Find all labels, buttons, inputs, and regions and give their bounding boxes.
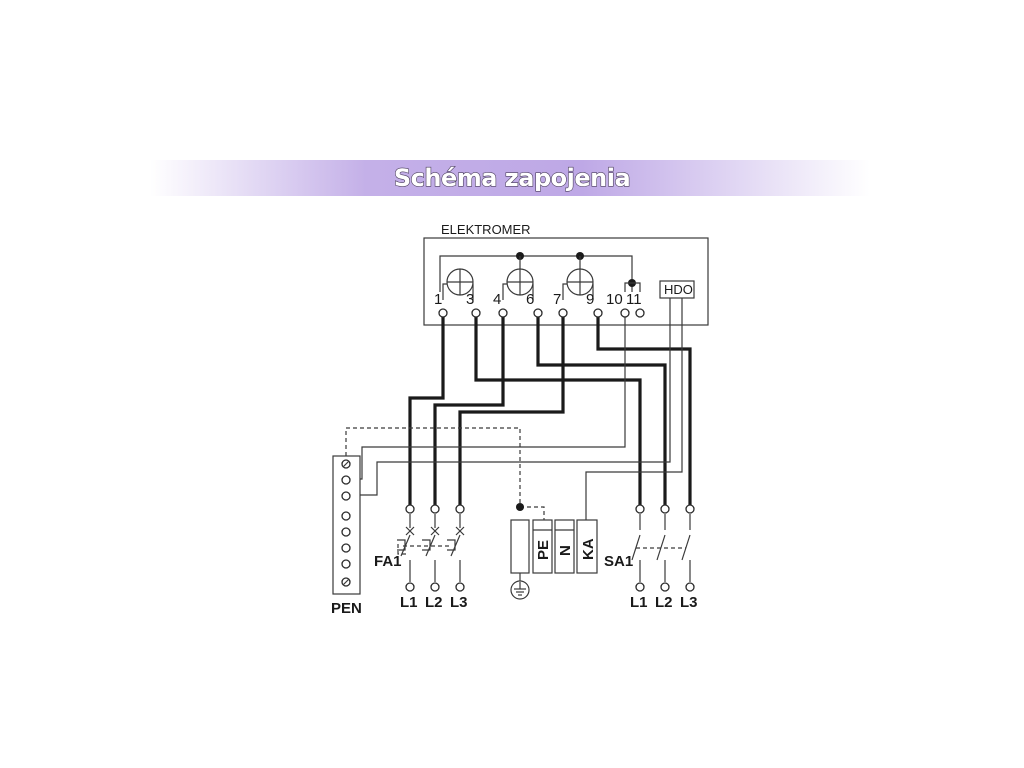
- sa1-phase-l3: L3: [680, 594, 698, 611]
- fa1-phase-l2: L2: [425, 594, 443, 611]
- connection-terminals: [405, 308, 695, 592]
- terminal-label-9: 9: [586, 291, 594, 308]
- terminal-label-6: 6: [526, 291, 534, 308]
- pen-terminals: [341, 459, 351, 587]
- wire-hdo-ka: [585, 298, 683, 520]
- measuring-element-1: [442, 268, 474, 300]
- meter-label: ELEKTROMER: [441, 222, 531, 237]
- terminal-label-7: 7: [553, 291, 561, 308]
- wire-t3-sa1-l1: [474, 313, 642, 505]
- fa1-pole-2: [425, 514, 440, 582]
- wire-t7-fa1-l3: [458, 313, 565, 505]
- sa1-phase-l2: L2: [655, 594, 673, 611]
- switch-sa1: SA1 L1 L2 L3: [604, 514, 698, 611]
- terminal-label-10: 10: [606, 291, 623, 308]
- pe-terminal-block: [532, 519, 553, 574]
- wire-t10-pen: [346, 313, 626, 480]
- pen-bar: PEN: [331, 455, 362, 617]
- fa1-label: FA1: [374, 553, 402, 570]
- fa1-pole-1: [400, 514, 415, 582]
- ka-label: KA: [580, 538, 597, 560]
- pe-junction: [516, 503, 524, 511]
- n-label: N: [557, 545, 574, 556]
- wiring: [345, 298, 692, 520]
- title-banner: [150, 160, 870, 196]
- wire-t6-sa1-l2: [536, 313, 667, 505]
- terminal-label-3: 3: [466, 291, 474, 308]
- terminal-blocks: PE N KA: [510, 519, 598, 600]
- pen-label: PEN: [331, 600, 362, 617]
- ground-icon: [510, 580, 530, 600]
- wire-pe-dashed: [345, 427, 521, 505]
- ka-terminal-block: [576, 519, 598, 574]
- breaker-fa1: FA1: [374, 514, 468, 611]
- fa1-trip-unit: [397, 539, 406, 551]
- meter-internal-bus: [439, 255, 633, 292]
- wire-hdo-pen: [346, 298, 671, 496]
- measuring-element-2: [502, 268, 534, 300]
- sa1-phase-l1: L1: [630, 594, 648, 611]
- pe-label: PE: [535, 540, 552, 560]
- measuring-element-3: [562, 268, 594, 300]
- page-title: Schéma zapojenia: [393, 163, 631, 192]
- ground-terminal-block: [510, 519, 530, 574]
- hdo-label: HDO: [664, 282, 693, 297]
- wire-t4-fa1-l2: [433, 313, 505, 505]
- wire-t9-sa1-l3: [596, 313, 692, 505]
- terminal-label-4: 4: [493, 291, 501, 308]
- hdo-box: [659, 280, 695, 299]
- terminal-label-1: 1: [434, 291, 442, 308]
- fa1-phase-l3: L3: [450, 594, 468, 611]
- sa1-label: SA1: [604, 553, 633, 570]
- terminal-label-11: 11: [626, 291, 642, 308]
- wire-t1-fa1-l1: [408, 313, 445, 505]
- fa1-pole-3: [450, 514, 465, 582]
- fa1-phase-l1: L1: [400, 594, 418, 611]
- n-terminal-block: [554, 519, 575, 574]
